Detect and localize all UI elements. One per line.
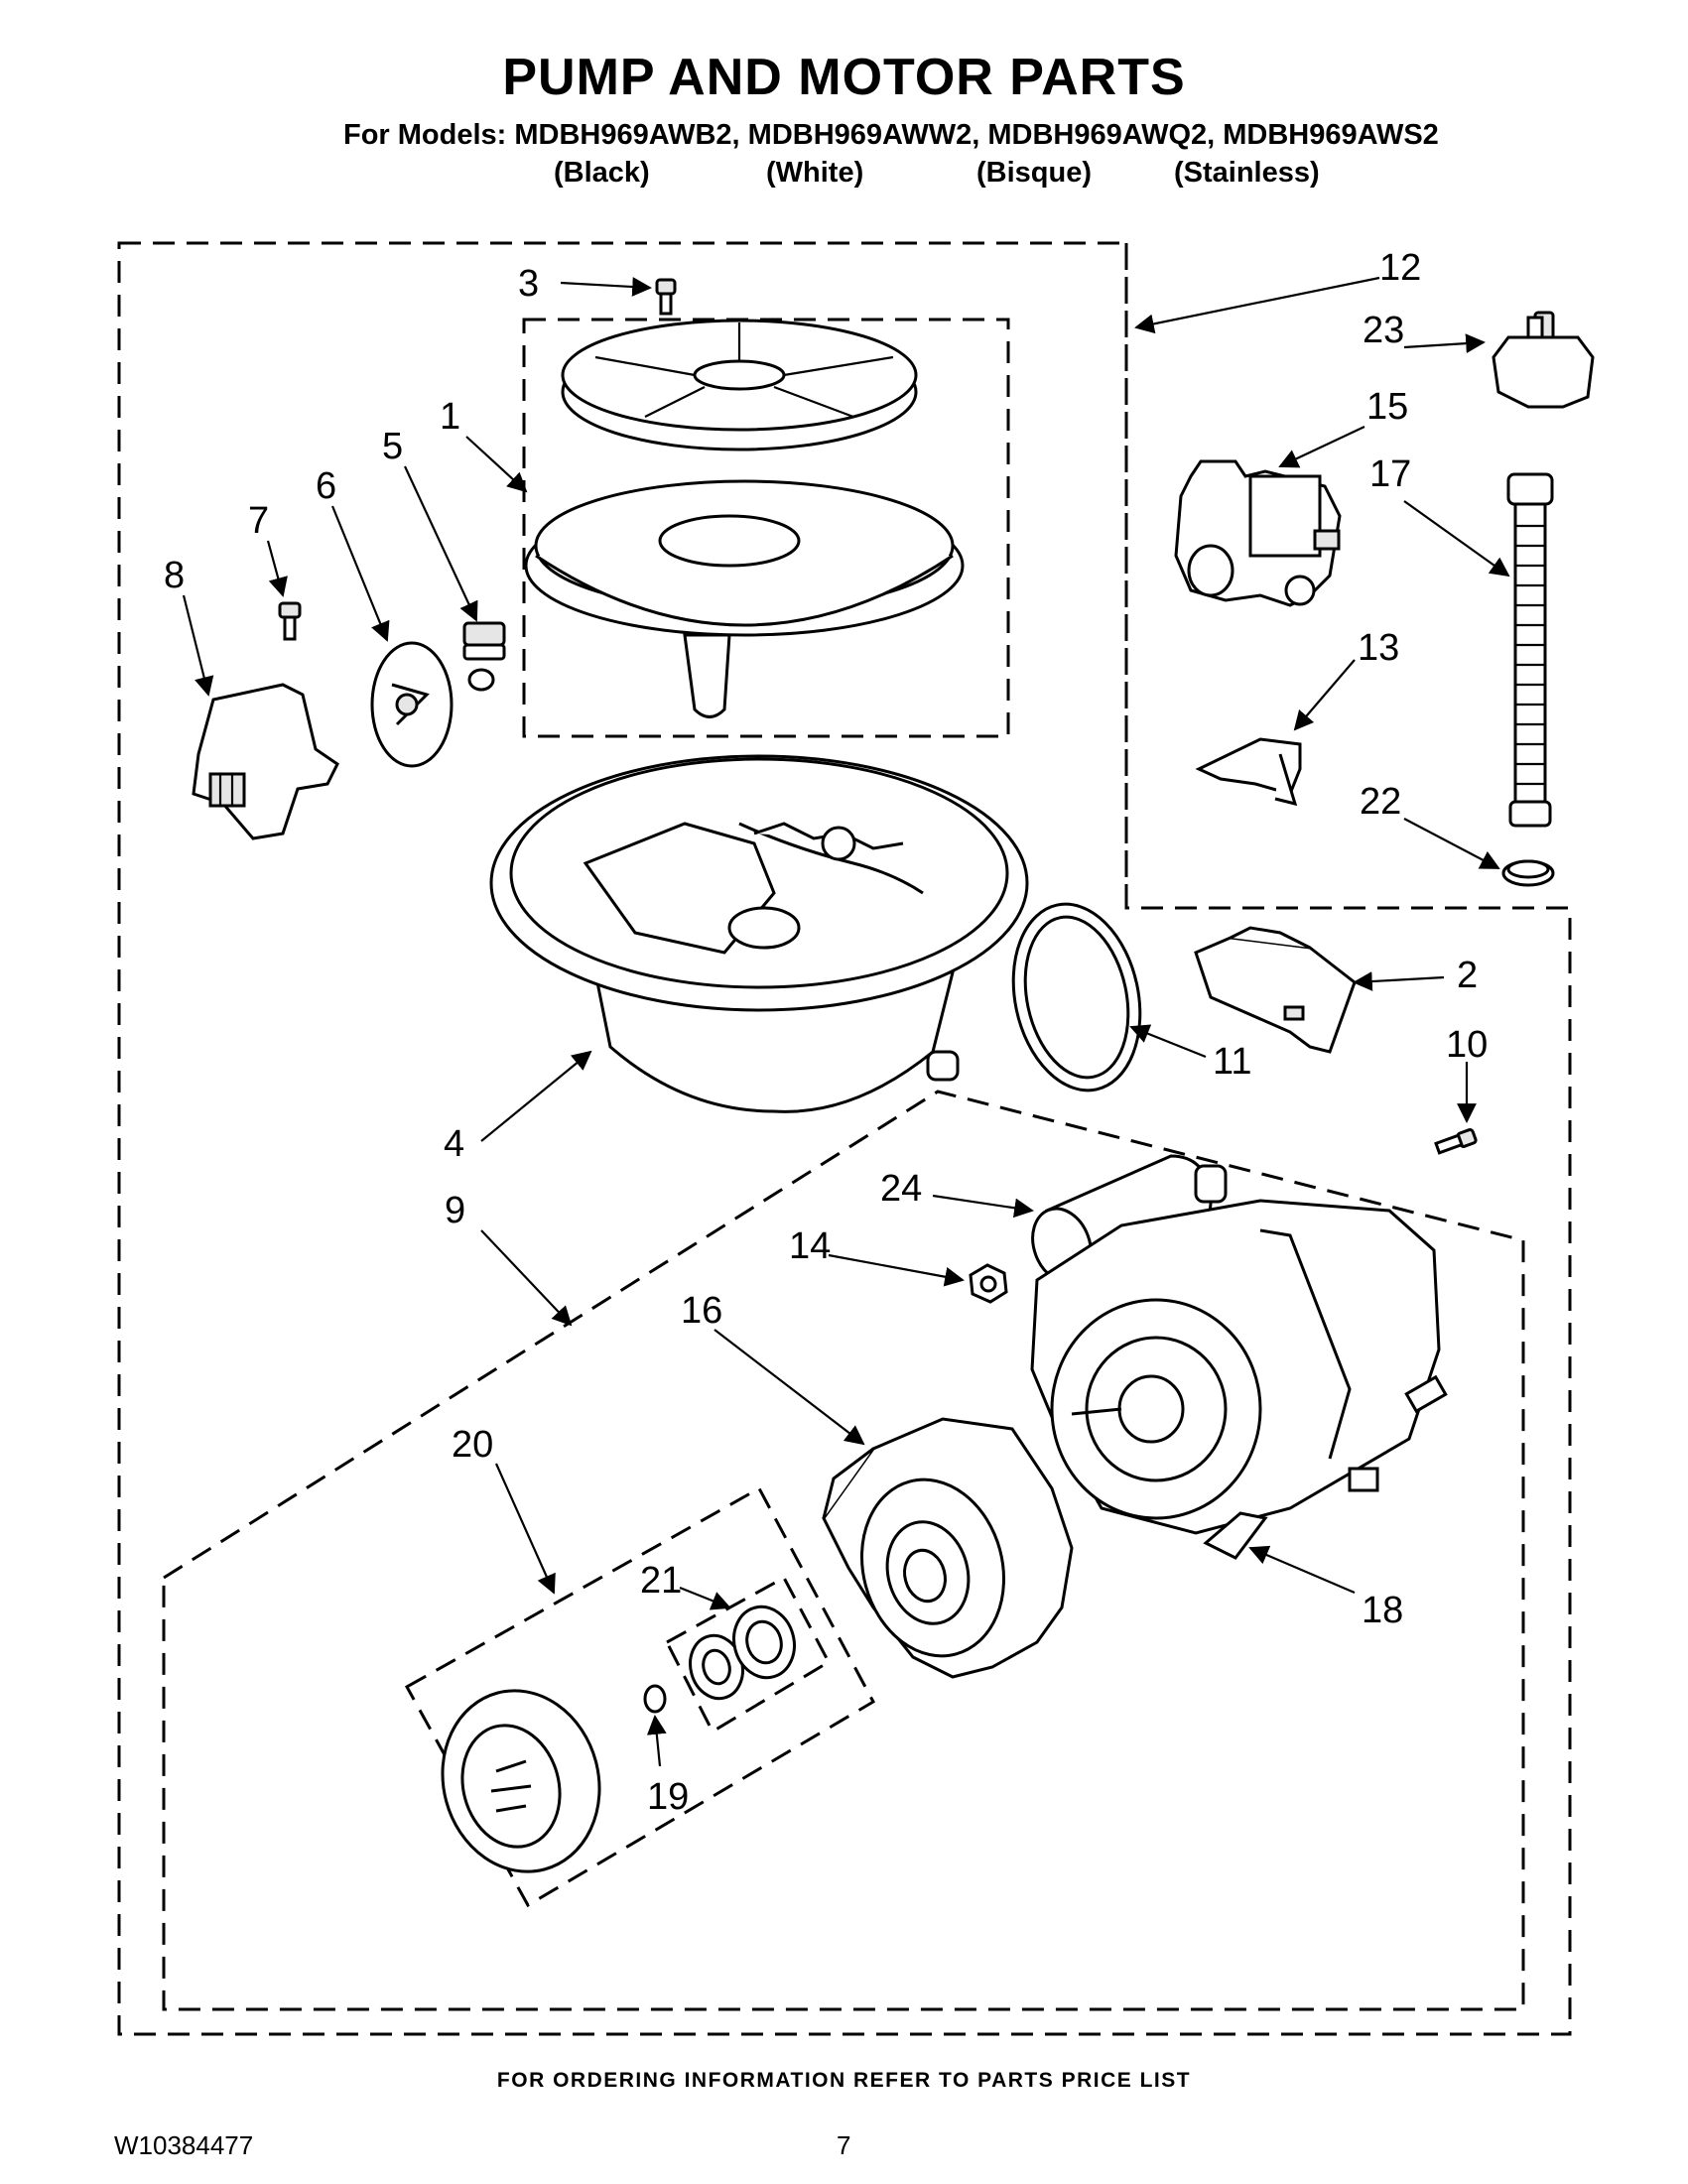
models-line: For Models: MDBH969AWB2, MDBH969AWW2, MD…	[343, 119, 1439, 151]
callout-16: 16	[681, 1290, 722, 1332]
model-color-stainless: (Stainless)	[1174, 157, 1320, 189]
callout-5: 5	[382, 426, 403, 467]
leader-lines	[182, 276, 1510, 1767]
filter-assembly-boundary	[522, 318, 1010, 738]
seal-part-21	[689, 1605, 796, 1701]
document-number: W10384477	[114, 2130, 254, 2160]
cover-part-2	[1194, 926, 1357, 1054]
callout-19: 19	[647, 1776, 689, 1818]
pump-housing-part-16	[822, 1417, 1074, 1679]
clamp-part-22	[1501, 859, 1555, 887]
nut-part-14	[969, 1263, 1008, 1304]
filter-cover-top	[561, 319, 918, 451]
filter-assembly-part-1	[524, 479, 965, 718]
housing-part-8	[192, 683, 339, 840]
callout-10: 10	[1446, 1024, 1488, 1066]
sump-part-4	[489, 754, 1029, 1113]
callout-labels: 3 1 5 6 7 8 12 23 15 17 13 22 2 10 11 4 …	[164, 247, 1488, 1818]
callout-3: 3	[518, 263, 539, 305]
hose-part-17	[1506, 472, 1554, 828]
motor-assembly-boundary	[162, 1090, 1525, 2011]
outer-assembly-boundary	[117, 241, 1572, 2036]
callout-22: 22	[1360, 781, 1401, 823]
clip-part-5	[462, 621, 506, 692]
model-color-bisque: (Bisque)	[976, 157, 1092, 189]
callout-23: 23	[1363, 310, 1404, 351]
callout-12: 12	[1379, 247, 1421, 289]
callout-18: 18	[1362, 1590, 1403, 1631]
callout-15: 15	[1366, 386, 1408, 428]
callout-4: 4	[444, 1123, 464, 1165]
chopper-part-6	[370, 641, 454, 768]
callout-13: 13	[1358, 627, 1399, 669]
gasket-part-11	[1011, 902, 1142, 1092]
model-color-white: (White)	[766, 157, 864, 189]
screw-part-3	[655, 278, 677, 316]
callout-17: 17	[1369, 453, 1411, 495]
callout-11: 11	[1213, 1041, 1251, 1083]
callout-1: 1	[440, 396, 460, 438]
model-color-black: (Black)	[554, 157, 650, 189]
callout-20: 20	[452, 1424, 493, 1466]
seal-kit-boundary	[665, 1575, 831, 1734]
callout-21: 21	[640, 1560, 682, 1602]
callout-7: 7	[248, 500, 269, 542]
ordering-note: FOR ORDERING INFORMATION REFER TO PARTS …	[496, 2069, 1192, 2092]
baffle-part-13	[1195, 737, 1302, 807]
diverter-motor-part-15	[1174, 459, 1342, 607]
callout-14: 14	[789, 1225, 831, 1267]
sensor-part-23	[1492, 311, 1595, 409]
callout-6: 6	[316, 465, 336, 507]
page-number: 7	[837, 2130, 851, 2160]
callout-9: 9	[445, 1190, 465, 1231]
screw-part-7	[278, 601, 302, 641]
impeller-part-20	[441, 1689, 601, 1873]
callout-24: 24	[880, 1168, 922, 1210]
washer-part-19	[643, 1684, 667, 1714]
page-title: PUMP AND MOTOR PARTS	[502, 49, 1186, 106]
screw-part-10	[1434, 1128, 1478, 1155]
motor-part-18	[1030, 1199, 1448, 1560]
callout-2: 2	[1457, 955, 1478, 996]
callout-8: 8	[164, 555, 185, 596]
